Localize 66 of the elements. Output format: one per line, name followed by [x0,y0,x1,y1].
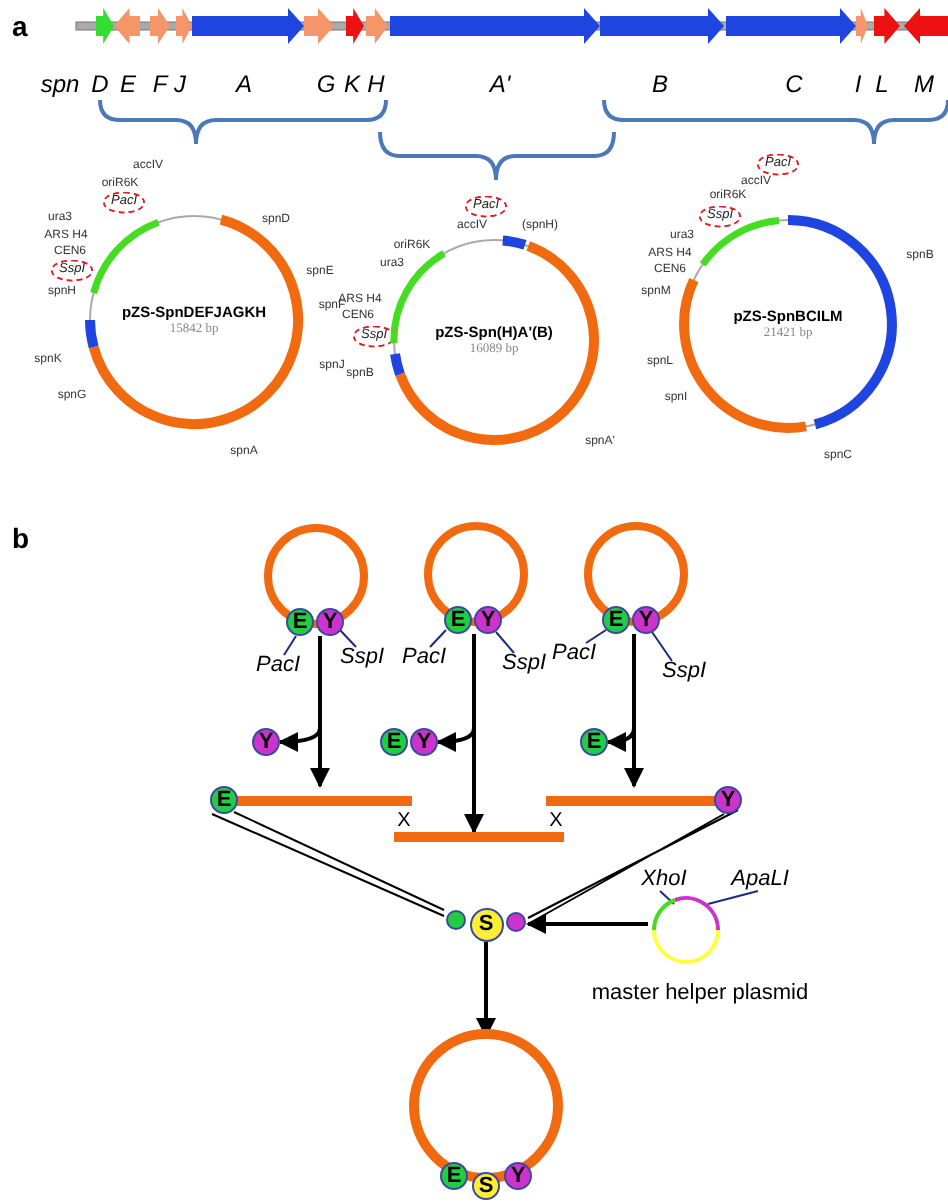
marker-ball: Y [410,728,438,756]
gene-label: B [652,72,668,96]
gene-label: K [344,72,360,96]
gene-label: C [785,72,803,96]
plasmid-caption: master helper plasmid [591,983,809,1005]
gene-label: L [875,72,889,96]
gene-label: A' [489,72,511,96]
gene-label: spn [40,72,80,96]
restriction-site-label: XhoI [641,869,687,891]
marker-ball: S [469,907,503,941]
restriction-site-label: SspI [340,647,384,669]
leader-line [651,631,673,662]
dna-fragment [210,786,412,816]
marker-ball: E [602,606,630,634]
gene-label: E [120,72,136,96]
arrow [436,727,476,752]
leader-line [495,631,515,654]
restriction-site-label: PacI [256,655,300,677]
gene-label: H [367,72,385,96]
restriction-site-label: SspI [662,661,706,683]
crossover-mark: X [549,812,563,832]
guide-line [211,811,445,917]
arrow [278,727,322,752]
marker-ball: E [380,728,408,756]
assembly-site [442,906,528,942]
arrow [624,634,644,788]
gene-label: I [854,72,862,96]
gene-label: D [91,72,109,96]
gene-label: A [236,72,252,96]
gene-label: M [914,72,934,96]
marker-ball: Y [504,1162,532,1190]
marker-ball: E [286,608,314,636]
leader-line [429,629,447,648]
dna-fragment [546,786,742,816]
crossover-mark: X [397,812,411,832]
restriction-site-label: PacI [552,643,596,665]
marker-ball: E [580,728,608,756]
gene-label: F [152,72,168,96]
restriction-site-label: PacI [402,647,446,669]
marker-ball: Y [316,608,344,636]
released-fragment [380,728,438,756]
marker-ball: Y [632,606,660,634]
panel-letter: b [12,524,30,552]
marker-ball: E [210,786,238,814]
dna-fragment [394,832,564,842]
leader-line [585,629,607,644]
marker-ball: E [444,606,472,634]
leader-line [283,635,297,656]
arrow [526,914,648,934]
gene-label: G [316,72,336,96]
restriction-site-label: ApaLI [731,869,789,891]
marker-ball: Y [252,728,280,756]
leader-line [707,890,759,905]
arrow [464,634,484,834]
leader-line [339,629,357,648]
marker-ball: E [440,1162,468,1190]
restriction-site-label: SspI [502,653,546,675]
leader-line [659,890,675,905]
marker-ball: S [472,1172,500,1200]
gene-label: J [174,72,186,96]
arrow [606,727,636,752]
marker-ball: Y [474,606,502,634]
arrow [310,636,330,788]
helper-plasmid [648,892,724,968]
panel-letter: a [12,12,28,40]
marker-ball: Y [714,786,742,814]
